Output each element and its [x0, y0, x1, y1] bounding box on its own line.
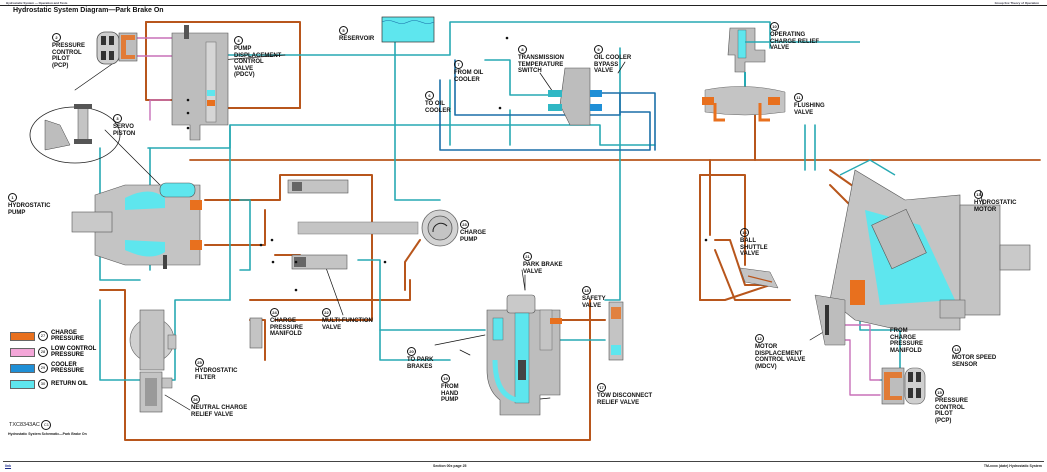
legend-num: 30: [38, 379, 48, 389]
legend: 27 CHARGE PRESSURE 28 LOW CONTROL PRESSU…: [10, 328, 96, 392]
page-title: Hydrostatic System Diagram—Park Brake On: [13, 7, 164, 14]
pressure-control-pilot-right: [881, 367, 926, 405]
legend-num: 27: [38, 331, 48, 341]
legend-label: COOLER PRESSURE: [51, 362, 85, 374]
legend-item: 27 CHARGE PRESSURE: [10, 328, 96, 344]
hydrostatic-filter: [129, 309, 177, 371]
oil-cooler-bypass-assembly: [548, 67, 602, 126]
operating-charge-relief-valve: [727, 27, 860, 90]
header-doc-ref: Hydrostatic System — Operation and Tests: [6, 1, 68, 5]
junction-dots: [186, 36, 708, 292]
ball-shuttle-valve: [739, 267, 779, 289]
hydrostatic-pump: [71, 182, 202, 269]
legend-label: LOW CONTROL PRESSURE: [51, 346, 97, 358]
charge-pump: [421, 209, 459, 247]
figure-caption: Hydrostatic System Schematic—Park Brake …: [8, 432, 87, 436]
servo-piston: [29, 104, 121, 164]
motor-displacement-control-valve: [814, 294, 846, 346]
figure-id: TXC8343AC C1: [9, 420, 52, 431]
hydrostatic-motor: [829, 159, 1031, 331]
multi-function-valve-upper: [287, 179, 349, 194]
cooler-pressure-lines: [439, 59, 656, 151]
return-oil-lines: [99, 21, 901, 381]
charge-pressure-lines: [99, 21, 1041, 441]
legend-num: 29: [38, 363, 48, 373]
flushing-valve: [702, 86, 786, 122]
pressure-control-pilot-left: [96, 31, 138, 65]
legend-label: CHARGE PRESSURE: [51, 330, 85, 342]
footer-link[interactable]: link: [5, 464, 12, 468]
legend-label: RETURN OIL: [51, 381, 88, 387]
footer-page-number: Section 00x page 25: [433, 464, 467, 468]
legend-num: 28: [38, 347, 48, 357]
reservoir: [381, 16, 435, 43]
header-group-ref: Group 0xx Theory of Operation: [994, 1, 1039, 5]
legend-swatch-return: [10, 379, 35, 389]
charge-pressure-manifold: [249, 317, 263, 349]
pump-drive-shaft: [297, 221, 419, 235]
safety-valve: [608, 301, 624, 361]
legend-item: 30 RETURN OIL: [10, 376, 96, 392]
multi-function-valve: [291, 254, 348, 270]
legend-swatch-low-control: [10, 347, 35, 357]
legend-item: 29 COOLER PRESSURE: [10, 360, 96, 376]
legend-swatch-cooler: [10, 363, 35, 373]
header-rule: [0, 5, 1047, 6]
legend-swatch-charge: [10, 331, 35, 341]
label-from-charge-pressure-manifold: FROM CHARGE PRESSURE MANIFOLD: [890, 328, 924, 354]
pump-displacement-control-valve: [171, 25, 229, 141]
legend-item: 28 LOW CONTROL PRESSURE: [10, 344, 96, 360]
park-brake-valve: [486, 294, 562, 416]
footer-rule: [3, 461, 1044, 462]
footer-doc-id: TM-xxxx (date) Hydrostatic System: [983, 464, 1042, 468]
neutral-charge-relief-valve: [139, 371, 173, 413]
